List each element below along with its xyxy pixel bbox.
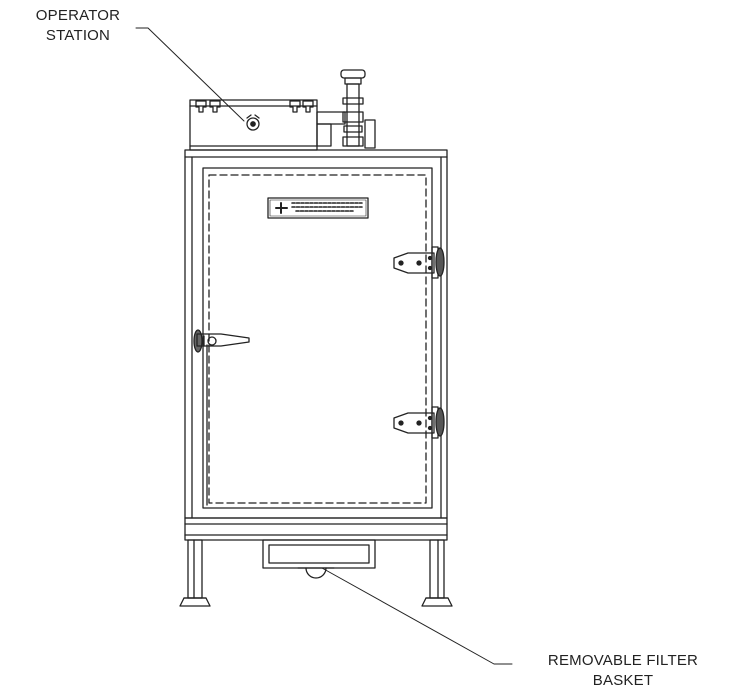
vent-pipe bbox=[340, 69, 376, 149]
latch-icon bbox=[302, 100, 314, 113]
latch-icon bbox=[209, 100, 221, 113]
gauge-icon bbox=[246, 117, 260, 131]
filter-basket-leader bbox=[321, 567, 513, 665]
cabinet-door bbox=[196, 167, 433, 509]
operator-station-box bbox=[189, 99, 346, 151]
right-leg bbox=[421, 539, 453, 607]
latch-icon bbox=[195, 100, 207, 113]
latch-icon bbox=[289, 100, 301, 113]
operator-station-label: OPERATOR STATION bbox=[8, 6, 148, 46]
operator-station-leader bbox=[135, 27, 245, 122]
hinge-icon bbox=[393, 246, 445, 279]
filter-basket-label-line-2: BASKET bbox=[592, 672, 654, 689]
operator-station-label-line-2: STATION bbox=[45, 27, 111, 44]
base-rail bbox=[184, 517, 448, 541]
filter-basket bbox=[262, 539, 376, 579]
left-leg bbox=[179, 539, 211, 607]
operator-station-label-line-1: OPERATOR bbox=[35, 7, 121, 24]
filter-basket-label: REMOVABLE FILTER BASKET bbox=[512, 651, 734, 691]
filter-basket-label-line-1: REMOVABLE FILTER bbox=[547, 652, 699, 669]
nameplate bbox=[267, 197, 369, 219]
hinge-icon bbox=[393, 406, 445, 439]
door-handle-icon bbox=[193, 329, 250, 353]
